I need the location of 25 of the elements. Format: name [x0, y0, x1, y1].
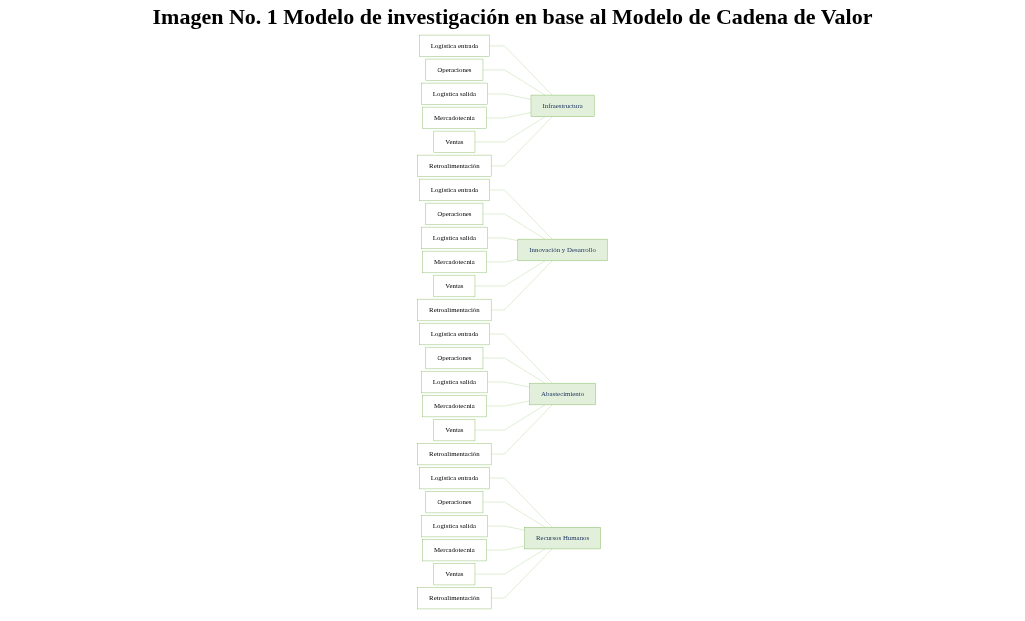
connector [486, 259, 519, 263]
connector [489, 477, 553, 528]
connector [490, 260, 553, 311]
connector [474, 404, 546, 431]
connector [482, 357, 546, 384]
connector [487, 237, 519, 241]
connector [482, 501, 546, 528]
connector [489, 189, 553, 240]
connector [486, 545, 525, 551]
connector [474, 116, 546, 143]
connector [486, 400, 530, 407]
connector [474, 548, 546, 575]
connector [486, 112, 532, 119]
connector [482, 213, 546, 240]
connector [489, 45, 553, 96]
diagram-title: Imagen No. 1 Modelo de investigación en base al Modelo de Cadena de Valor [151, 4, 874, 30]
connector [487, 381, 530, 388]
connector [489, 333, 553, 384]
connector [487, 525, 525, 531]
connector [490, 404, 553, 455]
connector [490, 116, 553, 167]
connector [482, 69, 546, 96]
connector [487, 93, 532, 100]
connector [474, 260, 546, 287]
connector [490, 548, 553, 599]
